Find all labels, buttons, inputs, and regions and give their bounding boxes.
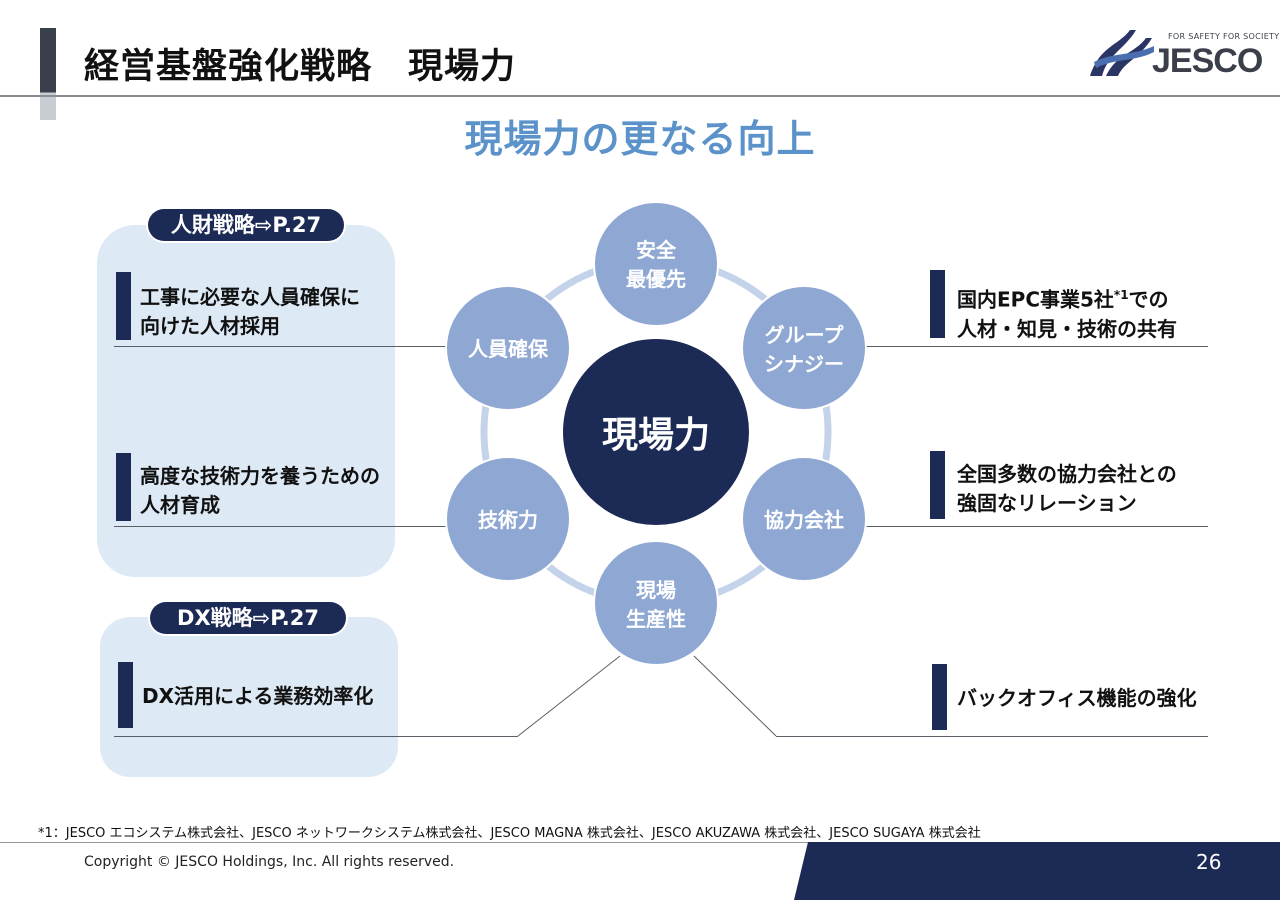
page-number: 26: [1196, 850, 1222, 874]
connector-line: [517, 655, 621, 737]
right-item-2-rule: [866, 526, 1208, 527]
right-item-2: 全国多数の協力会社との 強固なリレーション: [957, 460, 1177, 518]
left-item-2: 高度な技術力を養うための 人材育成: [140, 462, 380, 520]
node-group-synergy-line1: グループ: [765, 323, 845, 347]
node-safety: [593, 201, 719, 327]
dx-strategy-badge: DX戦略⇨P.27: [150, 602, 346, 634]
node-site-productivity-line1: 現場: [636, 578, 676, 602]
node-safety-line1: 安全: [636, 238, 677, 262]
item-marker: [930, 451, 945, 519]
node-partners: [741, 456, 867, 582]
left-item-2-line1: 高度な技術力を養うための: [140, 464, 380, 488]
item-marker: [116, 272, 131, 340]
left-item-1-line2: 向けた人材採用: [140, 314, 280, 338]
right-item-3-line1: バックオフィス機能の強化: [957, 686, 1197, 710]
node-safety-line2: 最優先: [626, 267, 686, 291]
node-technical-skill: [445, 456, 571, 582]
footer-accent-shape: [794, 842, 1280, 900]
hr-strategy-panel: [97, 225, 395, 577]
left-item-1-rule: [114, 346, 446, 347]
node-group-synergy-line2: シナジー: [764, 352, 844, 376]
center-circle: [563, 339, 749, 525]
right-item-2-line1: 全国多数の協力会社との: [957, 462, 1177, 486]
footnote-ref: *1: [1113, 288, 1129, 302]
node-staffing-label: 人員確保: [468, 337, 549, 361]
node-site-productivity: [593, 540, 719, 666]
connector-line: [693, 655, 777, 737]
item-marker: [930, 270, 945, 338]
dx-strategy-panel: [100, 617, 398, 777]
right-item-1-line2: 人材・知見・技術の共有: [957, 316, 1177, 341]
node-staffing: [445, 285, 571, 411]
company-logo: FOR SAFETY FOR SOCIETY JESCO: [1088, 26, 1279, 84]
item-marker: [116, 453, 131, 521]
right-item-1: 国内EPC事業5社*1での 人材・知見・技術の共有: [957, 281, 1177, 344]
footer-band: [794, 842, 1280, 900]
right-item-1-suffix: での: [1128, 287, 1169, 312]
left-item-3-line1: DX活用による業務効率化: [142, 684, 374, 708]
title-accent-bar: [40, 28, 56, 120]
footer-divider: [0, 842, 1280, 843]
node-partners-label: 協力会社: [764, 508, 844, 532]
right-item-2-line2: 強固なリレーション: [957, 491, 1137, 515]
left-item-1: 工事に必要な人員確保に 向けた人材採用: [140, 283, 360, 341]
slide-subtitle: 現場力の更なる向上: [464, 117, 816, 161]
title-divider: [0, 95, 1280, 97]
right-item-3-rule: [776, 736, 1208, 737]
item-marker: [932, 664, 947, 730]
footnote: *1：JESCO エコシステム株式会社、JESCO ネットワークシステム株式会社…: [38, 826, 981, 841]
item-marker: [118, 662, 133, 728]
center-label: 現場力: [602, 415, 710, 456]
left-item-3: DX活用による業務効率化: [142, 682, 373, 711]
node-technical-skill-label: 技術力: [478, 508, 538, 532]
left-item-3-rule: [114, 736, 518, 737]
logo-wordmark: JESCO: [1152, 42, 1263, 80]
left-item-1-line1: 工事に必要な人員確保に: [140, 285, 360, 309]
copyright-text: Copyright © JESCO Holdings, Inc. All rig…: [84, 854, 455, 870]
hr-strategy-badge: 人財戦略⇨P.27: [148, 209, 344, 241]
node-site-productivity-line2: 生産性: [626, 607, 686, 631]
right-item-1-rule: [866, 346, 1208, 347]
node-group-synergy: [741, 285, 867, 411]
left-item-2-rule: [114, 526, 446, 527]
right-item-3: バックオフィス機能の強化: [957, 684, 1197, 713]
wave-logo-icon: [1090, 30, 1154, 76]
logo-tagline: FOR SAFETY FOR SOCIETY: [1168, 32, 1280, 41]
right-item-1-text: 国内EPC事業5社: [957, 287, 1114, 312]
left-item-2-line2: 人材育成: [140, 493, 220, 517]
page-title: 経営基盤強化戦略 現場力: [84, 47, 517, 87]
